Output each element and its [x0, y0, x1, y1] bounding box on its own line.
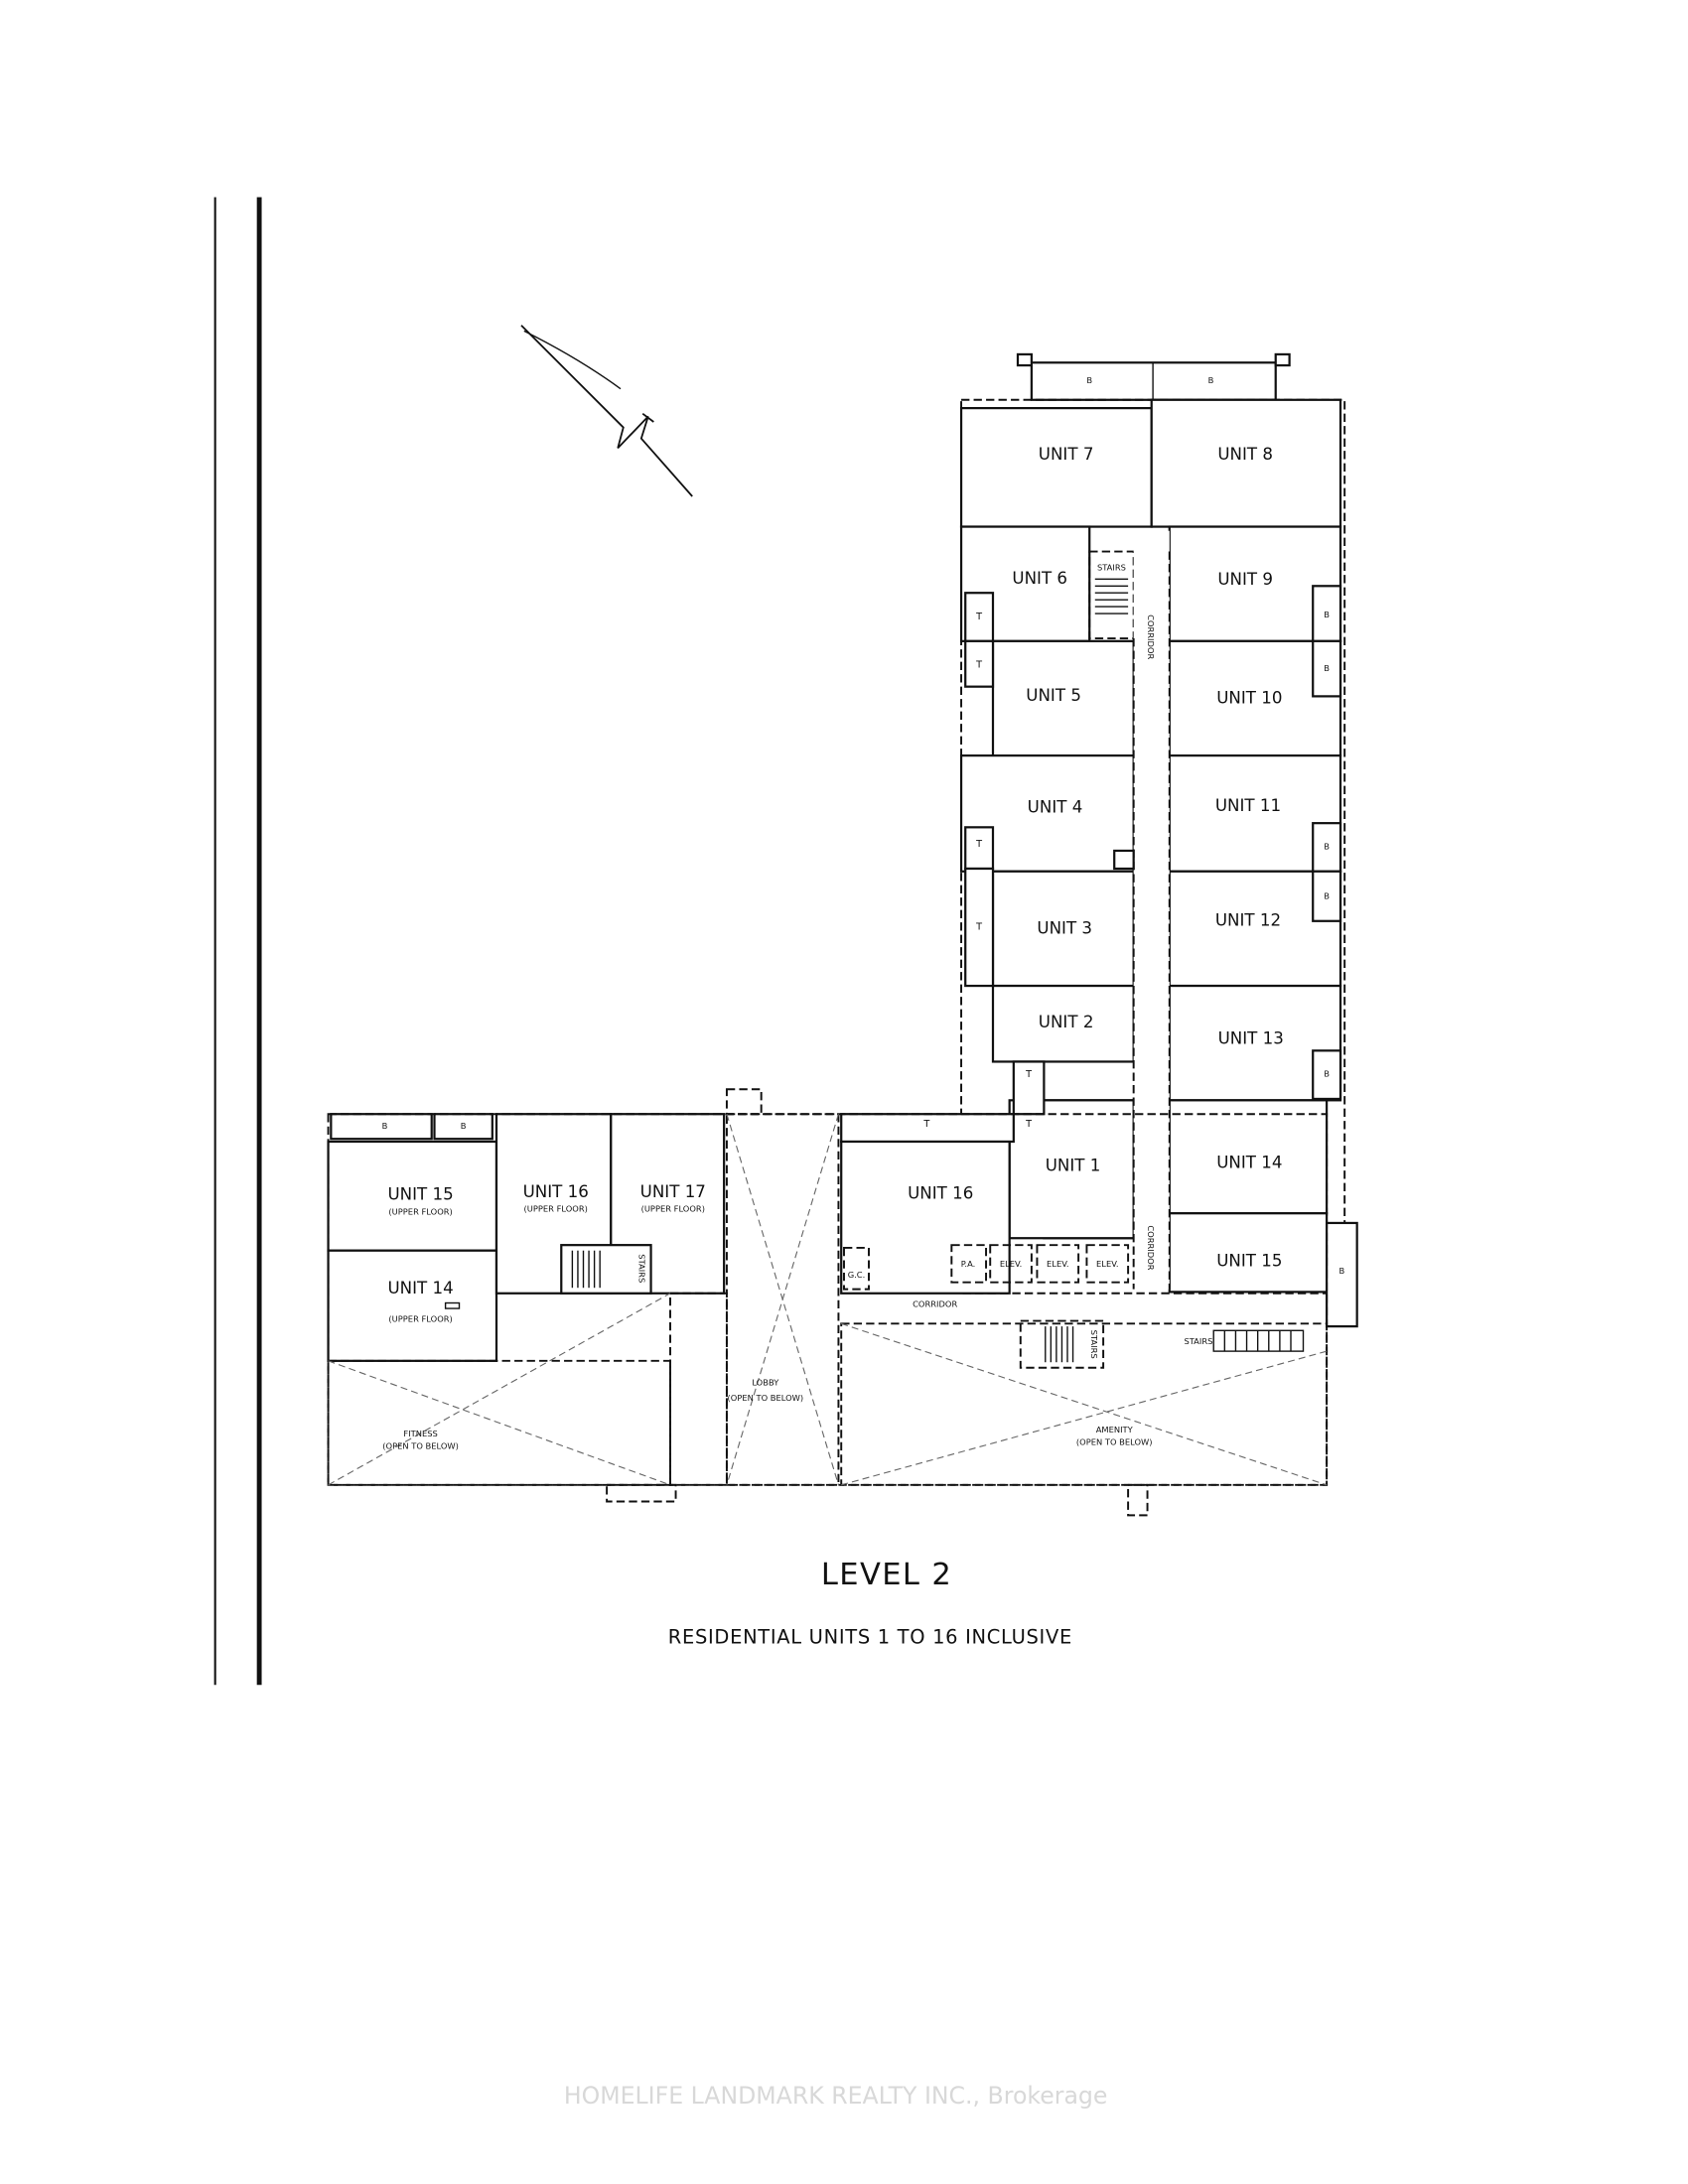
elevator-label: ELEV. — [1096, 1259, 1118, 1269]
b-label: B — [461, 1121, 467, 1131]
unit-label: UNIT 17 — [640, 1182, 706, 1201]
t-label: T — [975, 612, 982, 622]
unit-label: UNIT 6 — [1012, 569, 1067, 588]
upper-floor-label: (UPPER FLOOR) — [388, 1206, 452, 1216]
unit-label: UNIT 4 — [1028, 797, 1083, 816]
unit-label: UNIT 14 — [1216, 1154, 1282, 1172]
lobby-area — [725, 1113, 840, 1486]
unit-label: UNIT 5 — [1026, 686, 1081, 705]
b-label: B — [382, 1121, 388, 1131]
unit-label: UNIT 15 — [1216, 1251, 1282, 1270]
unit-label: UNIT 14 — [387, 1279, 453, 1297]
unit-labels: UNIT 7 UNIT 8 UNIT 6 UNIT 9 UNIT 5 UNIT … — [387, 445, 1283, 1324]
upper-floor-label: (UPPER FLOOR) — [641, 1204, 705, 1214]
t-label: T — [1025, 1119, 1032, 1130]
b-label: B — [1324, 610, 1330, 619]
amenity-label: AMENITY — [1096, 1425, 1134, 1434]
open-areas — [327, 1113, 1329, 1517]
amenity-area — [840, 1322, 1329, 1486]
stairs-label: STAIRS — [1184, 1336, 1212, 1346]
b-label: B — [1324, 841, 1330, 851]
stairs-label: STAIRS — [636, 1254, 646, 1283]
t-label: T — [1025, 1069, 1032, 1080]
unit-2[interactable] — [991, 984, 1135, 1063]
fitness-label: FITNESS — [403, 1429, 437, 1438]
unit-label: UNIT 1 — [1046, 1157, 1101, 1175]
b-label: B — [1324, 890, 1330, 900]
b-label: B — [1324, 663, 1330, 673]
corridor-label: CORRIDOR — [913, 1298, 957, 1308]
unit-3[interactable] — [991, 870, 1135, 988]
north-arrow-icon — [520, 325, 693, 497]
unit-label: UNIT 10 — [1216, 689, 1282, 708]
corridor-label: CORRIDOR — [1146, 614, 1156, 659]
upper-floor-label: (UPPER FLOOR) — [388, 1314, 452, 1324]
unit-label: UNIT 7 — [1039, 445, 1094, 464]
unit-14-left[interactable] — [327, 1249, 498, 1362]
unit-label: UNIT 11 — [1215, 796, 1281, 815]
stairs-west — [560, 1244, 652, 1295]
t-label: T — [922, 1119, 929, 1130]
lobby-label: LOBBY — [752, 1378, 779, 1388]
stairs-label: STAIRS — [1089, 1330, 1099, 1359]
unit-1[interactable] — [1008, 1099, 1135, 1240]
unit-label: UNIT 13 — [1218, 1029, 1284, 1048]
b-label: B — [1324, 1068, 1330, 1078]
open-below-label: (OPEN TO BELOW) — [728, 1393, 804, 1403]
unit-label: UNIT 12 — [1215, 910, 1281, 929]
upper-floor-label: (UPPER FLOOR) — [524, 1204, 588, 1214]
unit-16-center[interactable] — [840, 1140, 1011, 1295]
room-labels: STAIRS CORRIDOR CORRIDOR CORRIDOR T T T … — [382, 375, 1345, 1451]
unit-label: UNIT 15 — [387, 1185, 453, 1204]
pa-label: P.A. — [961, 1259, 976, 1269]
unit-label: UNIT 2 — [1039, 1013, 1094, 1031]
plan-title: LEVEL 2 — [821, 1558, 952, 1592]
b-label: B — [1339, 1266, 1345, 1276]
open-below-label: (OPEN TO BELOW) — [382, 1440, 459, 1450]
watermark: HOMELIFE LANDMARK REALTY INC., Brokerage — [564, 2082, 1108, 2110]
stairs-south — [1019, 1319, 1105, 1369]
t-label: T — [975, 839, 982, 850]
stairs-label: STAIRS — [1097, 563, 1126, 573]
b-label: B — [1208, 375, 1214, 385]
corridor-label: CORRIDOR — [1146, 1225, 1156, 1270]
t-label: T — [975, 659, 982, 670]
plan-subtitle: RESIDENTIAL UNITS 1 TO 16 INCLUSIVE — [668, 1626, 1072, 1649]
unit-8[interactable] — [1150, 398, 1342, 528]
b-label: B — [1086, 375, 1092, 385]
unit-label: UNIT 9 — [1217, 570, 1273, 589]
open-below-label: (OPEN TO BELOW) — [1076, 1436, 1153, 1446]
gc-label: G.C. — [848, 1270, 866, 1280]
elevator-label: ELEV. — [1047, 1259, 1068, 1269]
unit-label: UNIT 3 — [1037, 919, 1092, 938]
t-label: T — [975, 921, 982, 932]
right-wing — [840, 352, 1358, 1328]
unit-7[interactable] — [959, 407, 1153, 528]
elevator-label: ELEV. — [1000, 1259, 1022, 1269]
unit-label: UNIT 16 — [523, 1182, 589, 1201]
unit-label: UNIT 8 — [1217, 445, 1273, 464]
left-block — [327, 1088, 763, 1362]
center-block — [840, 1140, 1305, 1369]
unit-label: UNIT 16 — [908, 1183, 973, 1202]
